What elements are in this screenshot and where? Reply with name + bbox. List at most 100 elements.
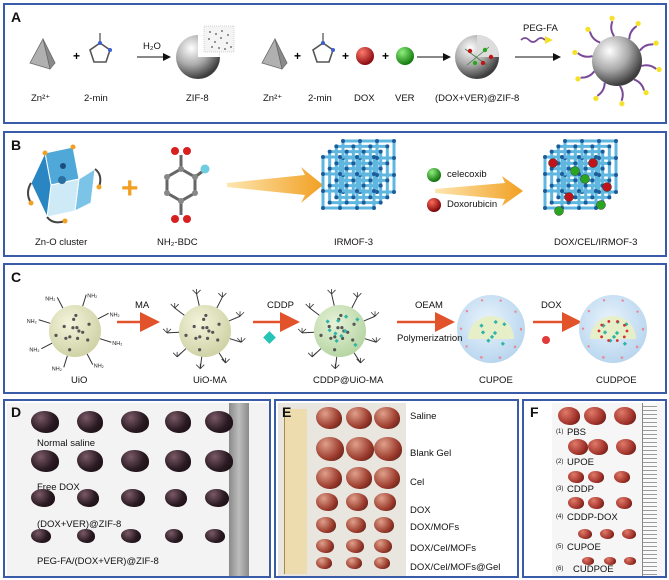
tumor-sample (374, 517, 394, 533)
tumor-sample (121, 450, 149, 472)
tumor-sample (346, 539, 364, 553)
label-2-min: 2-min (84, 93, 108, 104)
label-uio: UiO (71, 375, 87, 386)
tumor-sample (316, 407, 342, 429)
tumor-sample (316, 493, 338, 511)
panel-d-label: D (11, 404, 21, 420)
tumor-sample (346, 407, 372, 429)
tumor-sample (31, 489, 55, 507)
irmof3-cube-icon (321, 139, 396, 210)
zn-pyramid-icon (30, 39, 55, 69)
tumor-sample (568, 497, 584, 509)
label-h2o: H₂O (143, 41, 161, 52)
group-index-f-6: (6) (556, 566, 563, 572)
tumor-sample (584, 407, 606, 425)
dox-dot-icon (542, 336, 550, 344)
tumor-sample (346, 437, 374, 461)
zn-o-cluster-icon (28, 145, 102, 224)
tumor-sample (614, 407, 636, 425)
tumor-sample (121, 489, 145, 507)
dox-sphere-icon (356, 47, 374, 65)
tumor-sample (374, 407, 400, 429)
uio-particle-icon (49, 305, 101, 357)
tumor-sample (588, 439, 608, 455)
tumor-sample (316, 539, 334, 553)
group-index-f-5: (5) (556, 544, 563, 550)
panel-f: F (1) PBS (2) UPOE (3) CDDP (4) CDDP-DOX… (522, 399, 667, 578)
loaded-irmof3-cube-icon (543, 139, 618, 216)
group-label-e-4: DOX (410, 505, 431, 516)
tumor-sample (77, 450, 103, 472)
tumor-sample (77, 529, 95, 543)
label-zif8: ZIF-8 (186, 93, 209, 104)
group-index-f-2: (2) (556, 459, 563, 465)
tumor-sample (614, 471, 630, 483)
tumor-sample (165, 529, 183, 543)
2-methylimidazole-icon (90, 33, 112, 62)
doxorubicin-sphere-icon (427, 198, 441, 212)
label-doxorubicin: Doxorubicin (447, 199, 497, 210)
tumor-sample (346, 517, 366, 533)
folate-icon (572, 50, 577, 55)
label-ver: VER (395, 93, 415, 104)
tumor-sample (374, 557, 390, 569)
group-index-f-1: (1) (556, 429, 563, 435)
group-label-e-5: DOX/MOFs (410, 522, 459, 533)
tumor-sample (121, 529, 141, 543)
svg-text:+: + (342, 49, 349, 63)
group-label-e-1: Saline (410, 411, 436, 422)
group-index-f-4: (4) (556, 514, 563, 520)
tumor-sample (205, 489, 229, 507)
label-zn-2: Zn²⁺ (263, 93, 282, 104)
panel-f-label: F (530, 404, 539, 420)
cddp-diamond-icon (263, 331, 276, 344)
label-ma: MA (135, 300, 149, 311)
label-zn: Zn²⁺ (31, 93, 50, 104)
label-cupoe: CUPOE (479, 375, 513, 386)
tumor-sample (205, 529, 225, 543)
tumor-sample (588, 471, 604, 483)
group-index-f-3: (3) (556, 486, 563, 492)
tumor-sample (165, 489, 187, 507)
folate-icon (636, 21, 641, 26)
tumor-sample (604, 557, 616, 565)
group-label-f-1: PBS (567, 427, 586, 438)
tumor-sample (31, 411, 59, 433)
svg-text:NH₂: NH₂ (29, 348, 39, 354)
tumor-sample (374, 539, 392, 553)
tumor-sample (568, 439, 588, 455)
folate-icon (593, 96, 598, 101)
panel-b: B + (3, 131, 667, 257)
group-label-f-4: CDDP-DOX (567, 512, 618, 523)
label-zn-o-cluster: Zn-O cluster (35, 237, 87, 248)
label-irmof3: IRMOF-3 (334, 237, 373, 248)
group-label-e-2: Blank Gel (410, 448, 451, 459)
folate-icon (610, 16, 615, 21)
synthesis-arrow-b (227, 167, 323, 203)
label-oeam: OEAM (415, 300, 443, 311)
label-dox: DOX (354, 93, 375, 104)
ver-sphere-icon (396, 47, 414, 65)
folate-icon (575, 76, 580, 81)
svg-text:NH₂: NH₂ (45, 296, 55, 302)
group-label-d-4: PEG-FA/(DOX+VER)@ZIF-8 (37, 556, 159, 567)
panel-a: A + (3, 3, 667, 124)
svg-text:+: + (73, 49, 80, 63)
label-product-a: (DOX+VER)@ZIF-8 (435, 93, 519, 104)
svg-text:+: + (294, 49, 301, 63)
peg-fa-nanoparticle-icon (572, 16, 661, 107)
group-label-d-1: Normal saline (37, 438, 95, 449)
zif8-sphere-icon (176, 26, 234, 79)
label-dox-c: DOX (541, 300, 562, 311)
tumor-sample (31, 450, 59, 472)
ruler-f (642, 403, 657, 576)
label-uio-ma: UiO-MA (193, 375, 227, 386)
tumor-sample (582, 557, 594, 565)
group-label-d-3: (DOX+VER)@ZIF-8 (37, 519, 121, 530)
tumor-sample (316, 557, 332, 569)
tumor-sample (31, 529, 51, 543)
tumor-sample (346, 467, 372, 489)
tumor-sample (558, 407, 580, 425)
folate-icon (585, 27, 590, 32)
tumor-sample (624, 557, 636, 565)
